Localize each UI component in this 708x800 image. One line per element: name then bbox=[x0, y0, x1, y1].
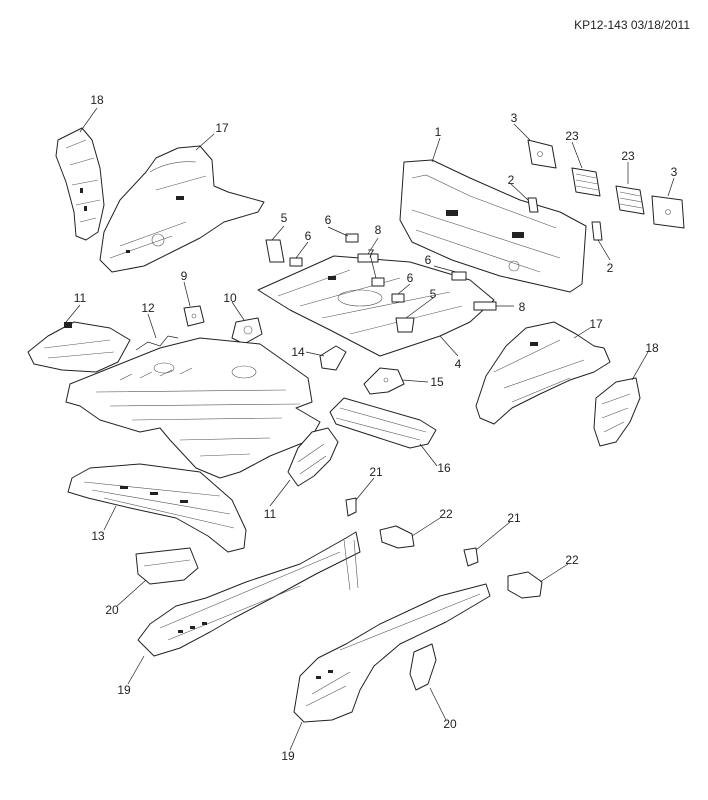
callout-14: 14 bbox=[291, 345, 305, 359]
callout-20-right: 20 bbox=[443, 717, 457, 731]
callout-21-lower: 21 bbox=[507, 511, 521, 525]
part-21-upper-bracket bbox=[345, 497, 357, 517]
part-20-right-bracket bbox=[409, 643, 437, 691]
part-4-rear-floor bbox=[257, 255, 495, 357]
callout-12: 12 bbox=[141, 301, 155, 315]
callout-6-right: 6 bbox=[424, 253, 432, 267]
callout-22-upper: 22 bbox=[439, 507, 453, 521]
part-16-crossmember bbox=[329, 397, 437, 449]
callout-6-upper-left: 6 bbox=[304, 229, 312, 243]
part-2-upper-clip bbox=[527, 197, 539, 213]
part-20-left-bracket bbox=[135, 547, 199, 585]
part-19-left-frame-rail bbox=[137, 531, 361, 657]
callout-15: 15 bbox=[430, 375, 444, 389]
part-6-right-bracket bbox=[451, 271, 467, 281]
callout-23-left: 23 bbox=[565, 129, 579, 143]
part-1-rear-panel bbox=[399, 159, 587, 293]
callout-16: 16 bbox=[437, 461, 451, 475]
part-17-left-wheelhouse bbox=[99, 145, 265, 273]
callout-8-upper: 8 bbox=[374, 223, 382, 237]
part-5-lower-bracket bbox=[395, 317, 415, 333]
part-6-upper-right-bracket bbox=[345, 233, 359, 243]
callout-10: 10 bbox=[223, 291, 237, 305]
part-11-upper-reinforcement bbox=[27, 321, 131, 373]
part-18-right-reinforcement bbox=[593, 377, 641, 447]
callout-8-right: 8 bbox=[518, 300, 526, 314]
part-17-right-wheelhouse bbox=[475, 321, 611, 425]
callout-19-right: 19 bbox=[281, 749, 295, 763]
part-7-bracket bbox=[371, 277, 385, 287]
callout-11-upper: 11 bbox=[73, 291, 87, 305]
part-5-upper-bracket bbox=[265, 239, 285, 263]
part-19-right-frame-rail bbox=[293, 583, 491, 723]
callout-5-upper: 5 bbox=[280, 211, 288, 225]
part-22-upper-bracket bbox=[379, 525, 415, 549]
callout-22-lower: 22 bbox=[565, 553, 579, 567]
callout-13: 13 bbox=[91, 529, 105, 543]
callout-1: 1 bbox=[434, 125, 442, 139]
callout-17-right: 17 bbox=[589, 317, 603, 331]
callout-19-left: 19 bbox=[117, 683, 131, 697]
front-floor-panel bbox=[65, 337, 321, 479]
part-23-right-vent bbox=[615, 185, 645, 215]
callout-20-left: 20 bbox=[105, 603, 119, 617]
part-13-rocker-member bbox=[67, 463, 247, 553]
callout-11-lower: 11 bbox=[263, 507, 277, 521]
part-11-lower-reinforcement bbox=[287, 427, 339, 487]
part-10-mount bbox=[231, 317, 263, 345]
document-reference: KP12-143 03/18/2011 bbox=[574, 18, 690, 32]
part-21-lower-bracket bbox=[463, 547, 479, 567]
part-8-upper-bracket bbox=[357, 253, 379, 263]
callout-18-right: 18 bbox=[645, 341, 659, 355]
leader-lines bbox=[65, 107, 675, 751]
callout-2-upper: 2 bbox=[507, 173, 515, 187]
part-3-left-bracket bbox=[527, 139, 557, 169]
part-3-right-bracket bbox=[651, 195, 685, 229]
part-8-right-bracket bbox=[473, 301, 497, 311]
callout-3-right: 3 bbox=[670, 165, 678, 179]
part-6-middle-bracket bbox=[391, 293, 405, 303]
part-14-bracket bbox=[319, 345, 347, 371]
callout-17-upper-left: 17 bbox=[215, 121, 229, 135]
callout-5-lower: 5 bbox=[429, 287, 437, 301]
part-15-bracket bbox=[363, 367, 405, 395]
part-2-lower-clip bbox=[591, 221, 603, 241]
callout-21-upper: 21 bbox=[369, 465, 383, 479]
callout-7: 7 bbox=[367, 247, 375, 261]
callout-18-upper-left: 18 bbox=[90, 93, 104, 107]
callout-4: 4 bbox=[454, 357, 462, 371]
part-22-lower-bracket bbox=[507, 571, 543, 599]
callout-6-middle: 6 bbox=[406, 271, 414, 285]
callout-2-lower: 2 bbox=[606, 261, 614, 275]
part-12-bracket bbox=[135, 335, 179, 351]
callout-9: 9 bbox=[180, 269, 188, 283]
part-6-upper-bracket bbox=[289, 257, 303, 267]
callout-6-upper-right: 6 bbox=[324, 213, 332, 227]
part-9-bracket bbox=[183, 305, 205, 327]
part-18-left-reinforcement bbox=[55, 127, 105, 241]
part-23-left-vent bbox=[571, 167, 601, 197]
callout-23-right: 23 bbox=[621, 149, 635, 163]
callout-3-left: 3 bbox=[510, 111, 518, 125]
